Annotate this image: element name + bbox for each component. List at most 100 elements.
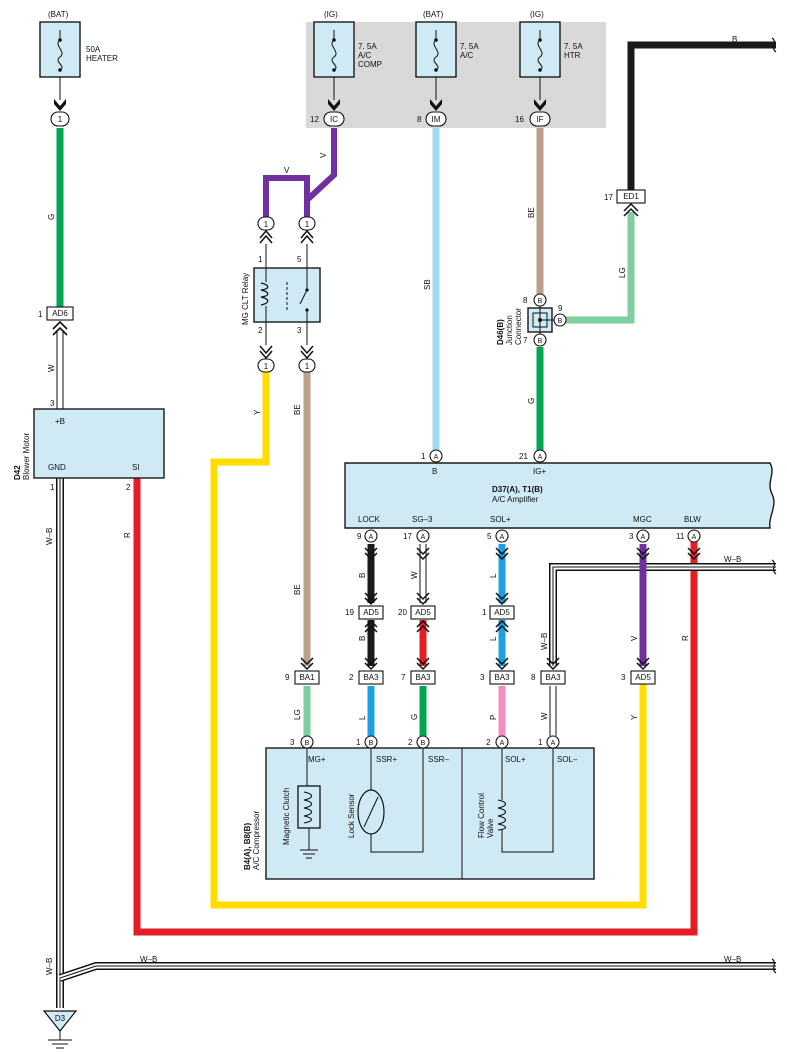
pin-16: 16 <box>515 115 524 124</box>
wire-label-w-blower: W <box>47 364 56 372</box>
ba3-solm: BA3 <box>545 673 561 682</box>
ba3-lock: BA3 <box>363 673 379 682</box>
junction-pin-8: 8 <box>523 296 528 305</box>
pin-1-blower: 1 <box>50 483 55 492</box>
blower-code: D42 <box>13 465 22 480</box>
relay-top-left-1: 1 <box>264 220 269 229</box>
amp-pin-3: 3 <box>629 532 634 541</box>
amplifier-output-arrows <box>364 547 701 561</box>
relay-pin-1: 1 <box>258 255 263 264</box>
ba-pin-3: 3 <box>480 673 485 682</box>
blower-si: SI <box>132 463 140 472</box>
junction-name1: Junction <box>505 315 514 345</box>
fuse-ac-comp <box>313 21 355 100</box>
svg-text:IC: IC <box>330 115 338 124</box>
amp-pin-a-sg3: A <box>421 534 426 541</box>
ba-pin-8: 8 <box>531 673 536 682</box>
ba3-sg3: BA3 <box>415 673 431 682</box>
fuse-ac-amp: 7. 5A <box>460 42 479 51</box>
junction-b-right: B <box>558 318 563 325</box>
comp-pin-b-ssrp: B <box>369 740 374 747</box>
comp-pin-1-ssr: 1 <box>356 738 361 747</box>
ad5-pin-3: 3 <box>621 673 626 682</box>
wire-label-be-if: BE <box>527 207 536 218</box>
wire-y-relay <box>210 372 647 909</box>
blower-gnd: GND <box>48 463 66 472</box>
ba-pin-9: 9 <box>285 673 290 682</box>
amp-pin-a-solp: A <box>500 534 505 541</box>
fuse-ac <box>415 21 457 100</box>
flow-valve-symbol <box>497 748 554 853</box>
wire-wb-right-stripe <box>552 566 776 666</box>
connector-ed1: ED1 <box>616 189 646 217</box>
ad5-lock: AD5 <box>363 608 379 617</box>
wire-label-l-lock: L <box>358 715 367 720</box>
wire-label-l-solp-2: L <box>489 636 498 641</box>
ba-pin-7: 7 <box>401 673 406 682</box>
junction-pin-9: 9 <box>558 304 563 313</box>
comp-pin-2-ssr: 2 <box>408 738 413 747</box>
comp-sensor-label: Lock Sensor <box>347 793 356 838</box>
amp-pin-5: 5 <box>487 532 492 541</box>
connector-ic: IC <box>323 111 345 127</box>
wire-wb-bottom <box>59 963 776 981</box>
connector-heater-1: 1 <box>50 111 70 127</box>
ad5-pin-20: 20 <box>398 608 407 617</box>
fuse-heater <box>39 21 81 100</box>
source-ig-comp: (IG) <box>324 10 338 19</box>
wire-label-wb-ba3: W–B <box>540 633 549 650</box>
ad5-pin-1: 1 <box>482 608 487 617</box>
amp-label-mgc: MGC <box>633 515 652 524</box>
wire-b-ed1 <box>627 41 776 190</box>
ad5-sg3: AD5 <box>415 608 431 617</box>
amp-pin-9: 9 <box>357 532 362 541</box>
amp-pin-a-blw: A <box>692 534 697 541</box>
junction-b-bottom: B <box>538 338 543 345</box>
fuse-htr <box>519 21 561 100</box>
amp-label-lock: LOCK <box>358 515 380 524</box>
fuse-output-arrows <box>54 99 546 111</box>
amp-pin-1: 1 <box>421 452 426 461</box>
wire-label-wb-bottom-left: W–B <box>140 955 157 964</box>
comp-valve-label1: Flow Control <box>477 793 486 838</box>
amp-label-sg3: SG–3 <box>412 515 433 524</box>
pin-12: 12 <box>310 115 319 124</box>
amp-label-b: B <box>432 467 437 476</box>
wire-label-b-lock-1: B <box>358 573 367 578</box>
wire-label-r-blower: R <box>123 532 132 538</box>
comp-label-ssrm: SSR– <box>428 755 449 764</box>
ad5-mgc: AD5 <box>635 673 651 682</box>
wire-label-w-sg3: W <box>410 571 419 579</box>
svg-text:IF: IF <box>536 115 543 124</box>
wire-label-sb: SB <box>423 279 432 290</box>
relay-pin-2: 2 <box>258 326 263 335</box>
svg-text:1: 1 <box>58 115 63 124</box>
blower-name: Blower Motor <box>22 433 31 480</box>
source-ig-htr: (IG) <box>530 10 544 19</box>
ba-row <box>294 657 656 685</box>
wire-wb-bottom-stripe <box>59 965 776 979</box>
amplifier-pins-bottom <box>364 529 701 543</box>
wire-label-lg-mg: LG <box>293 709 302 720</box>
amp-pin-a-igplus: A <box>538 454 543 461</box>
wire-label-g-sg3: G <box>410 714 419 720</box>
amp-pin-11: 11 <box>676 532 685 541</box>
comp-label-mgplus: MG+ <box>308 755 326 764</box>
junction-code: D46(B) <box>496 319 505 345</box>
wire-r-blw <box>133 478 698 936</box>
wire-label-l-solp-1: L <box>489 573 498 578</box>
ad5-solp: AD5 <box>494 608 510 617</box>
wire-label-v-top: V <box>284 166 290 175</box>
wire-label-wb-d3: W–B <box>45 958 54 975</box>
fuse-htr-name: HTR <box>564 51 581 60</box>
compressor-code: B4(A), B8(B) <box>243 823 252 870</box>
relay-leads <box>265 244 308 345</box>
lock-sensor-symbol <box>357 748 424 853</box>
relay-pin-connectors <box>257 216 316 373</box>
source-bat-ac: (BAT) <box>423 10 444 19</box>
fuse-ac-name: A/C <box>460 51 474 60</box>
pin-8-im: 8 <box>417 115 422 124</box>
pin-2-blower: 2 <box>126 483 131 492</box>
amp-pin-a-lock: A <box>369 534 374 541</box>
ba3-solp: BA3 <box>494 673 510 682</box>
